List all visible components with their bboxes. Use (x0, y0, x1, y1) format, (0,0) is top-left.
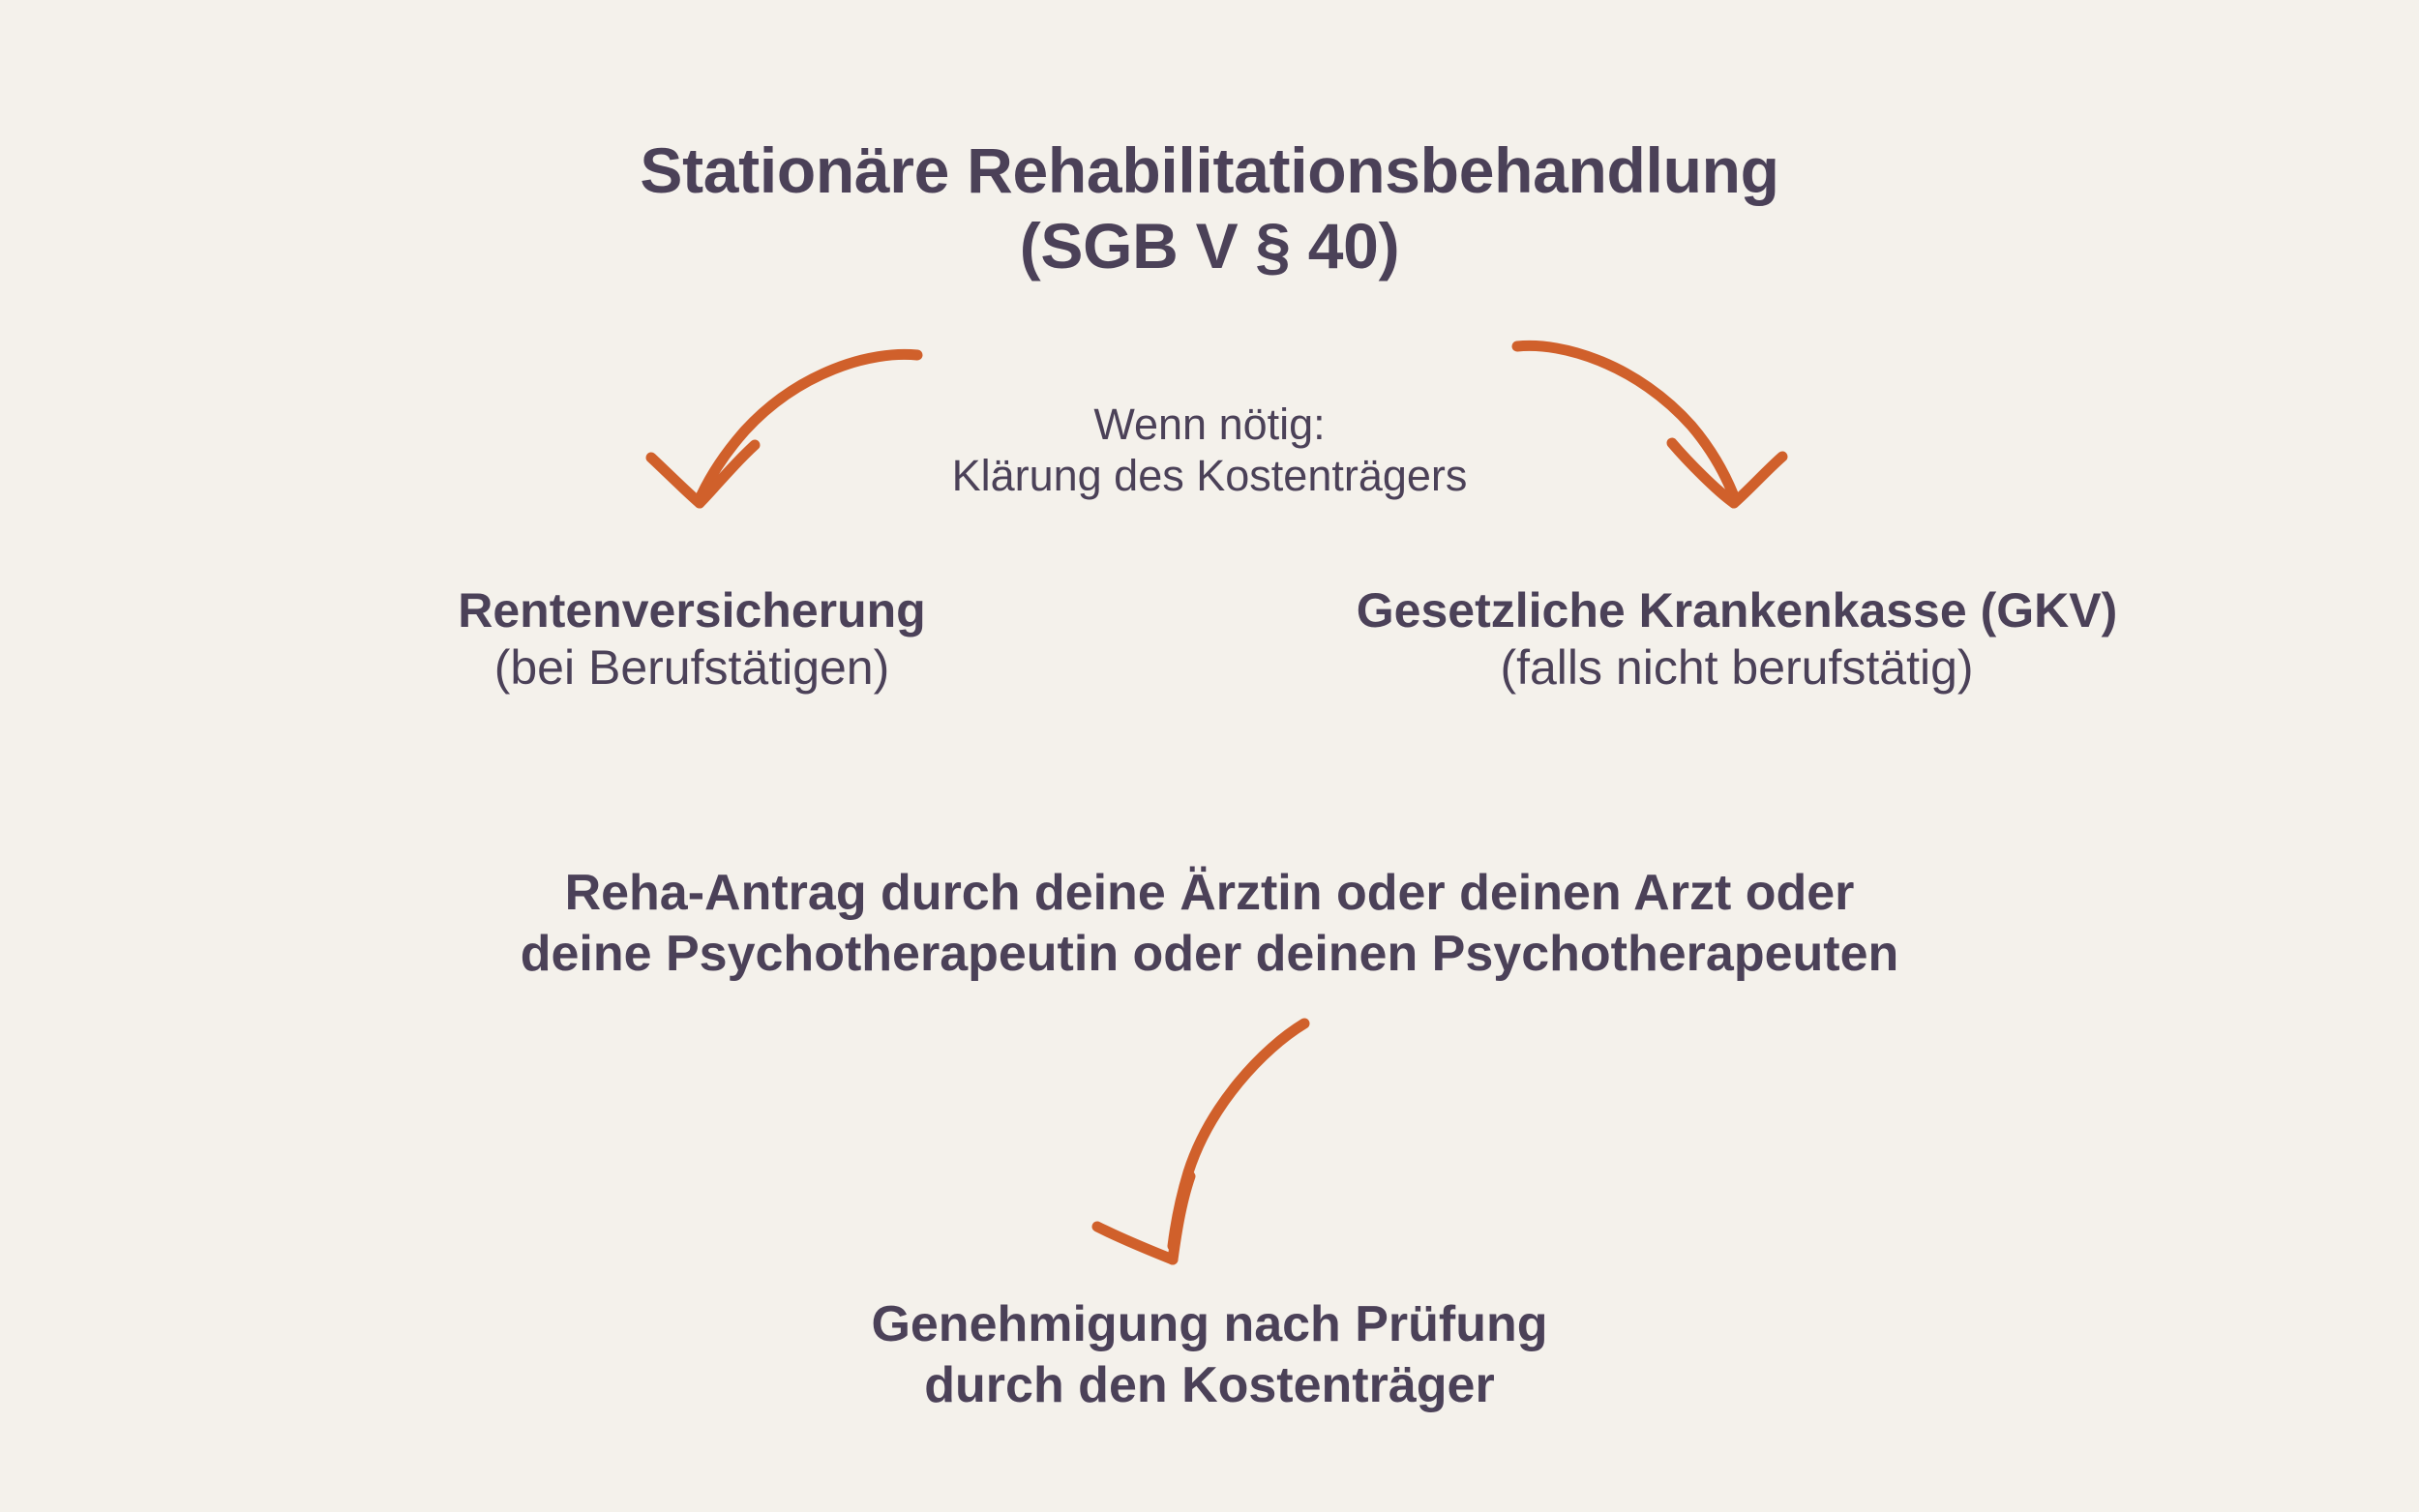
curved-arrow-down-right-icon (1511, 340, 1788, 509)
step-application-line-1: Reha-Antrag durch deine Ärztin oder dein… (564, 865, 1855, 921)
branch-rentenversicherung: Rentenversicherung (bei Berufstätigen) (242, 582, 1142, 697)
step-reha-antrag: Reha-Antrag durch deine Ärztin oder dein… (0, 863, 2419, 986)
branch-krankenkasse: Gesetzliche Krankenkasse (GKV) (falls ni… (1287, 582, 2187, 697)
curved-arrow-down-icon (1091, 1018, 1310, 1265)
page-title: Stationäre Rehabilitationsbehandlung (SG… (0, 133, 2419, 284)
curved-arrow-down-left-icon (645, 348, 923, 509)
title-line-1: Stationäre Rehabilitationsbehandlung (640, 134, 1779, 206)
step-approval-line-1: Genehmigung nach Prüfung (871, 1296, 1548, 1352)
title-line-2: (SGB V § 40) (1019, 209, 1400, 282)
branch-right-subtitle: (falls nicht berufstätig) (1500, 640, 1974, 695)
step-approval-line-2: durch den Kostenträger (924, 1357, 1495, 1414)
step-application-line-2: deine Psychotherapeutin oder deinen Psyc… (520, 926, 1899, 983)
branch-left-title: Rentenversicherung (458, 583, 926, 637)
note-line-2: Klärung des Kostenträgers (951, 451, 1468, 501)
branch-left-subtitle: (bei Berufstätigen) (493, 640, 890, 695)
branch-right-title: Gesetzliche Krankenkasse (GKV) (1356, 583, 2118, 637)
note-text: Wenn nötig: Klärung des Kostenträgers (0, 399, 2419, 501)
step-genehmigung: Genehmigung nach Prüfung durch den Koste… (0, 1294, 2419, 1417)
note-line-1: Wenn nötig: (1093, 400, 1326, 449)
